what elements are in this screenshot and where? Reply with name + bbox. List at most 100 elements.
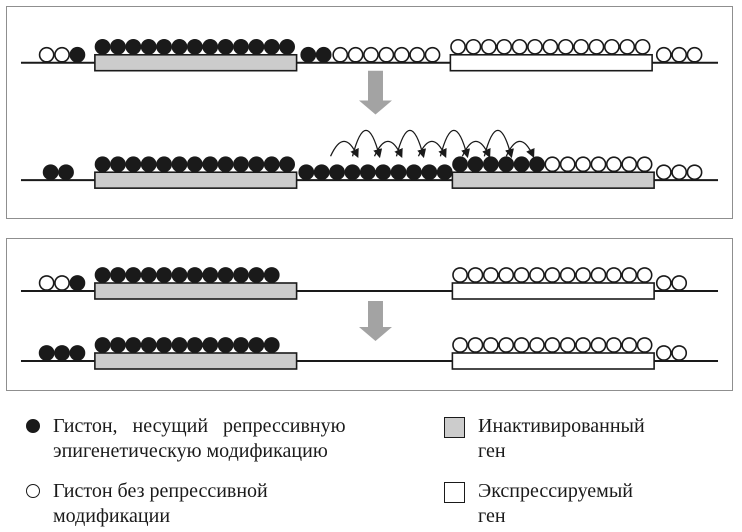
modified-histone — [482, 156, 499, 173]
unmodified-histone — [480, 38, 497, 55]
unmodified-histone — [575, 337, 591, 353]
modified-histone — [529, 156, 545, 173]
modified-histone — [248, 267, 265, 283]
legend-label: Гистон без репрессивной модификации — [53, 479, 268, 529]
unmodified-histone — [393, 46, 410, 63]
legend-label-line: ген — [478, 505, 506, 527]
unmodified-histone — [498, 337, 515, 353]
modified-histone — [58, 164, 74, 181]
modified-histone — [156, 156, 172, 173]
modified-histone — [279, 38, 296, 55]
modified-histone — [171, 267, 188, 283]
spreading-hop-arrow — [373, 140, 403, 159]
modified-histone — [202, 267, 219, 283]
modified-histone — [110, 267, 126, 283]
modified-histone — [421, 164, 438, 181]
legend-label-line: эпигенетическую модификацию — [53, 440, 328, 462]
modified-histone — [436, 164, 453, 181]
legend-label-line: Инактивированный — [478, 415, 645, 437]
modified-histone — [94, 156, 111, 173]
inactive-gene-box — [94, 352, 298, 370]
unmodified-histone — [655, 46, 672, 63]
modified-histone — [202, 38, 219, 55]
unmodified-histone — [529, 267, 545, 283]
spreading-hop-arrow — [505, 140, 535, 159]
unmodified-histone — [603, 38, 620, 55]
modified-histone — [94, 337, 111, 353]
unmodified-histone — [544, 267, 561, 283]
legend-item-modified-histone: Гистон, несущий репрессивную эпигенетиче… — [26, 414, 346, 464]
modified-histone — [94, 38, 111, 55]
unmodified-histone — [636, 156, 653, 173]
legend-label-line: Гистон без репрессивной — [53, 480, 268, 502]
unmodified-histone — [671, 345, 688, 361]
modified-histone — [186, 156, 203, 173]
active-gene-box — [449, 53, 653, 72]
modified-histone — [110, 38, 126, 55]
unmodified-histone — [424, 46, 441, 63]
modified-histone — [110, 156, 126, 173]
unmodified-histone — [38, 46, 55, 63]
unmodified-histone — [671, 275, 688, 291]
unmodified-histone — [513, 337, 530, 353]
unmodified-histone — [559, 267, 576, 283]
unmodified-histone — [332, 46, 349, 63]
legend-item-active-gene: Экспрессируемый ген — [444, 479, 633, 529]
modified-histone — [217, 156, 234, 173]
unmodified-histone — [544, 337, 561, 353]
inactive-gene-box — [94, 171, 298, 189]
unmodified-histone — [527, 38, 543, 55]
modified-histone — [202, 337, 219, 353]
modified-histone — [313, 164, 330, 181]
modified-histone — [156, 337, 172, 353]
modified-histone — [38, 345, 55, 361]
modified-histone — [42, 164, 59, 181]
active-gene-box — [451, 282, 655, 300]
unmodified-histone — [605, 156, 622, 173]
modified-histone — [513, 156, 530, 173]
modified-histone-icon — [26, 419, 40, 433]
modified-histone — [69, 275, 86, 291]
modified-histone — [140, 267, 157, 283]
legend-label-line: модификации — [53, 505, 171, 527]
spreading-hop-arrow — [329, 140, 359, 159]
modified-histone — [54, 345, 70, 361]
inactive-gene-icon — [444, 417, 465, 438]
modified-histone — [248, 38, 265, 55]
modified-histone — [248, 156, 265, 173]
unmodified-histone — [450, 38, 466, 55]
spreading-hop-arrow — [461, 140, 491, 159]
modified-histone — [202, 156, 219, 173]
modified-histone — [171, 156, 188, 173]
legend-label-line: ген — [478, 440, 506, 462]
unmodified-histone — [686, 164, 703, 181]
unmodified-histone — [559, 337, 576, 353]
legend-label-line: Экспрессируемый — [478, 480, 633, 502]
unmodified-histone — [590, 156, 607, 173]
modified-histone — [375, 164, 392, 181]
modified-histone — [125, 156, 142, 173]
active-gene-box — [451, 352, 655, 370]
unmodified-histone — [634, 38, 651, 55]
unmodified-histone — [544, 156, 561, 173]
modified-histone — [263, 337, 280, 353]
unmodified-histone — [588, 38, 605, 55]
unmodified-histone — [655, 345, 672, 361]
modified-histone — [233, 337, 249, 353]
unmodified-histone — [605, 267, 622, 283]
modified-histone — [156, 267, 172, 283]
legend-label: Инактивированный ген — [478, 414, 645, 464]
modified-histone — [140, 337, 157, 353]
legend-label: Экспрессируемый ген — [478, 479, 633, 529]
spreading-hop-arrow — [395, 130, 427, 159]
unmodified-histone — [590, 267, 607, 283]
unmodified-histone — [452, 267, 468, 283]
modified-histone — [390, 164, 407, 181]
modified-histone — [452, 156, 468, 173]
inactive-gene-box — [94, 53, 298, 72]
panel-spreading — [6, 6, 733, 219]
unmodified-histone — [559, 156, 576, 173]
unmodified-histone — [363, 46, 379, 63]
modified-histone — [186, 267, 203, 283]
